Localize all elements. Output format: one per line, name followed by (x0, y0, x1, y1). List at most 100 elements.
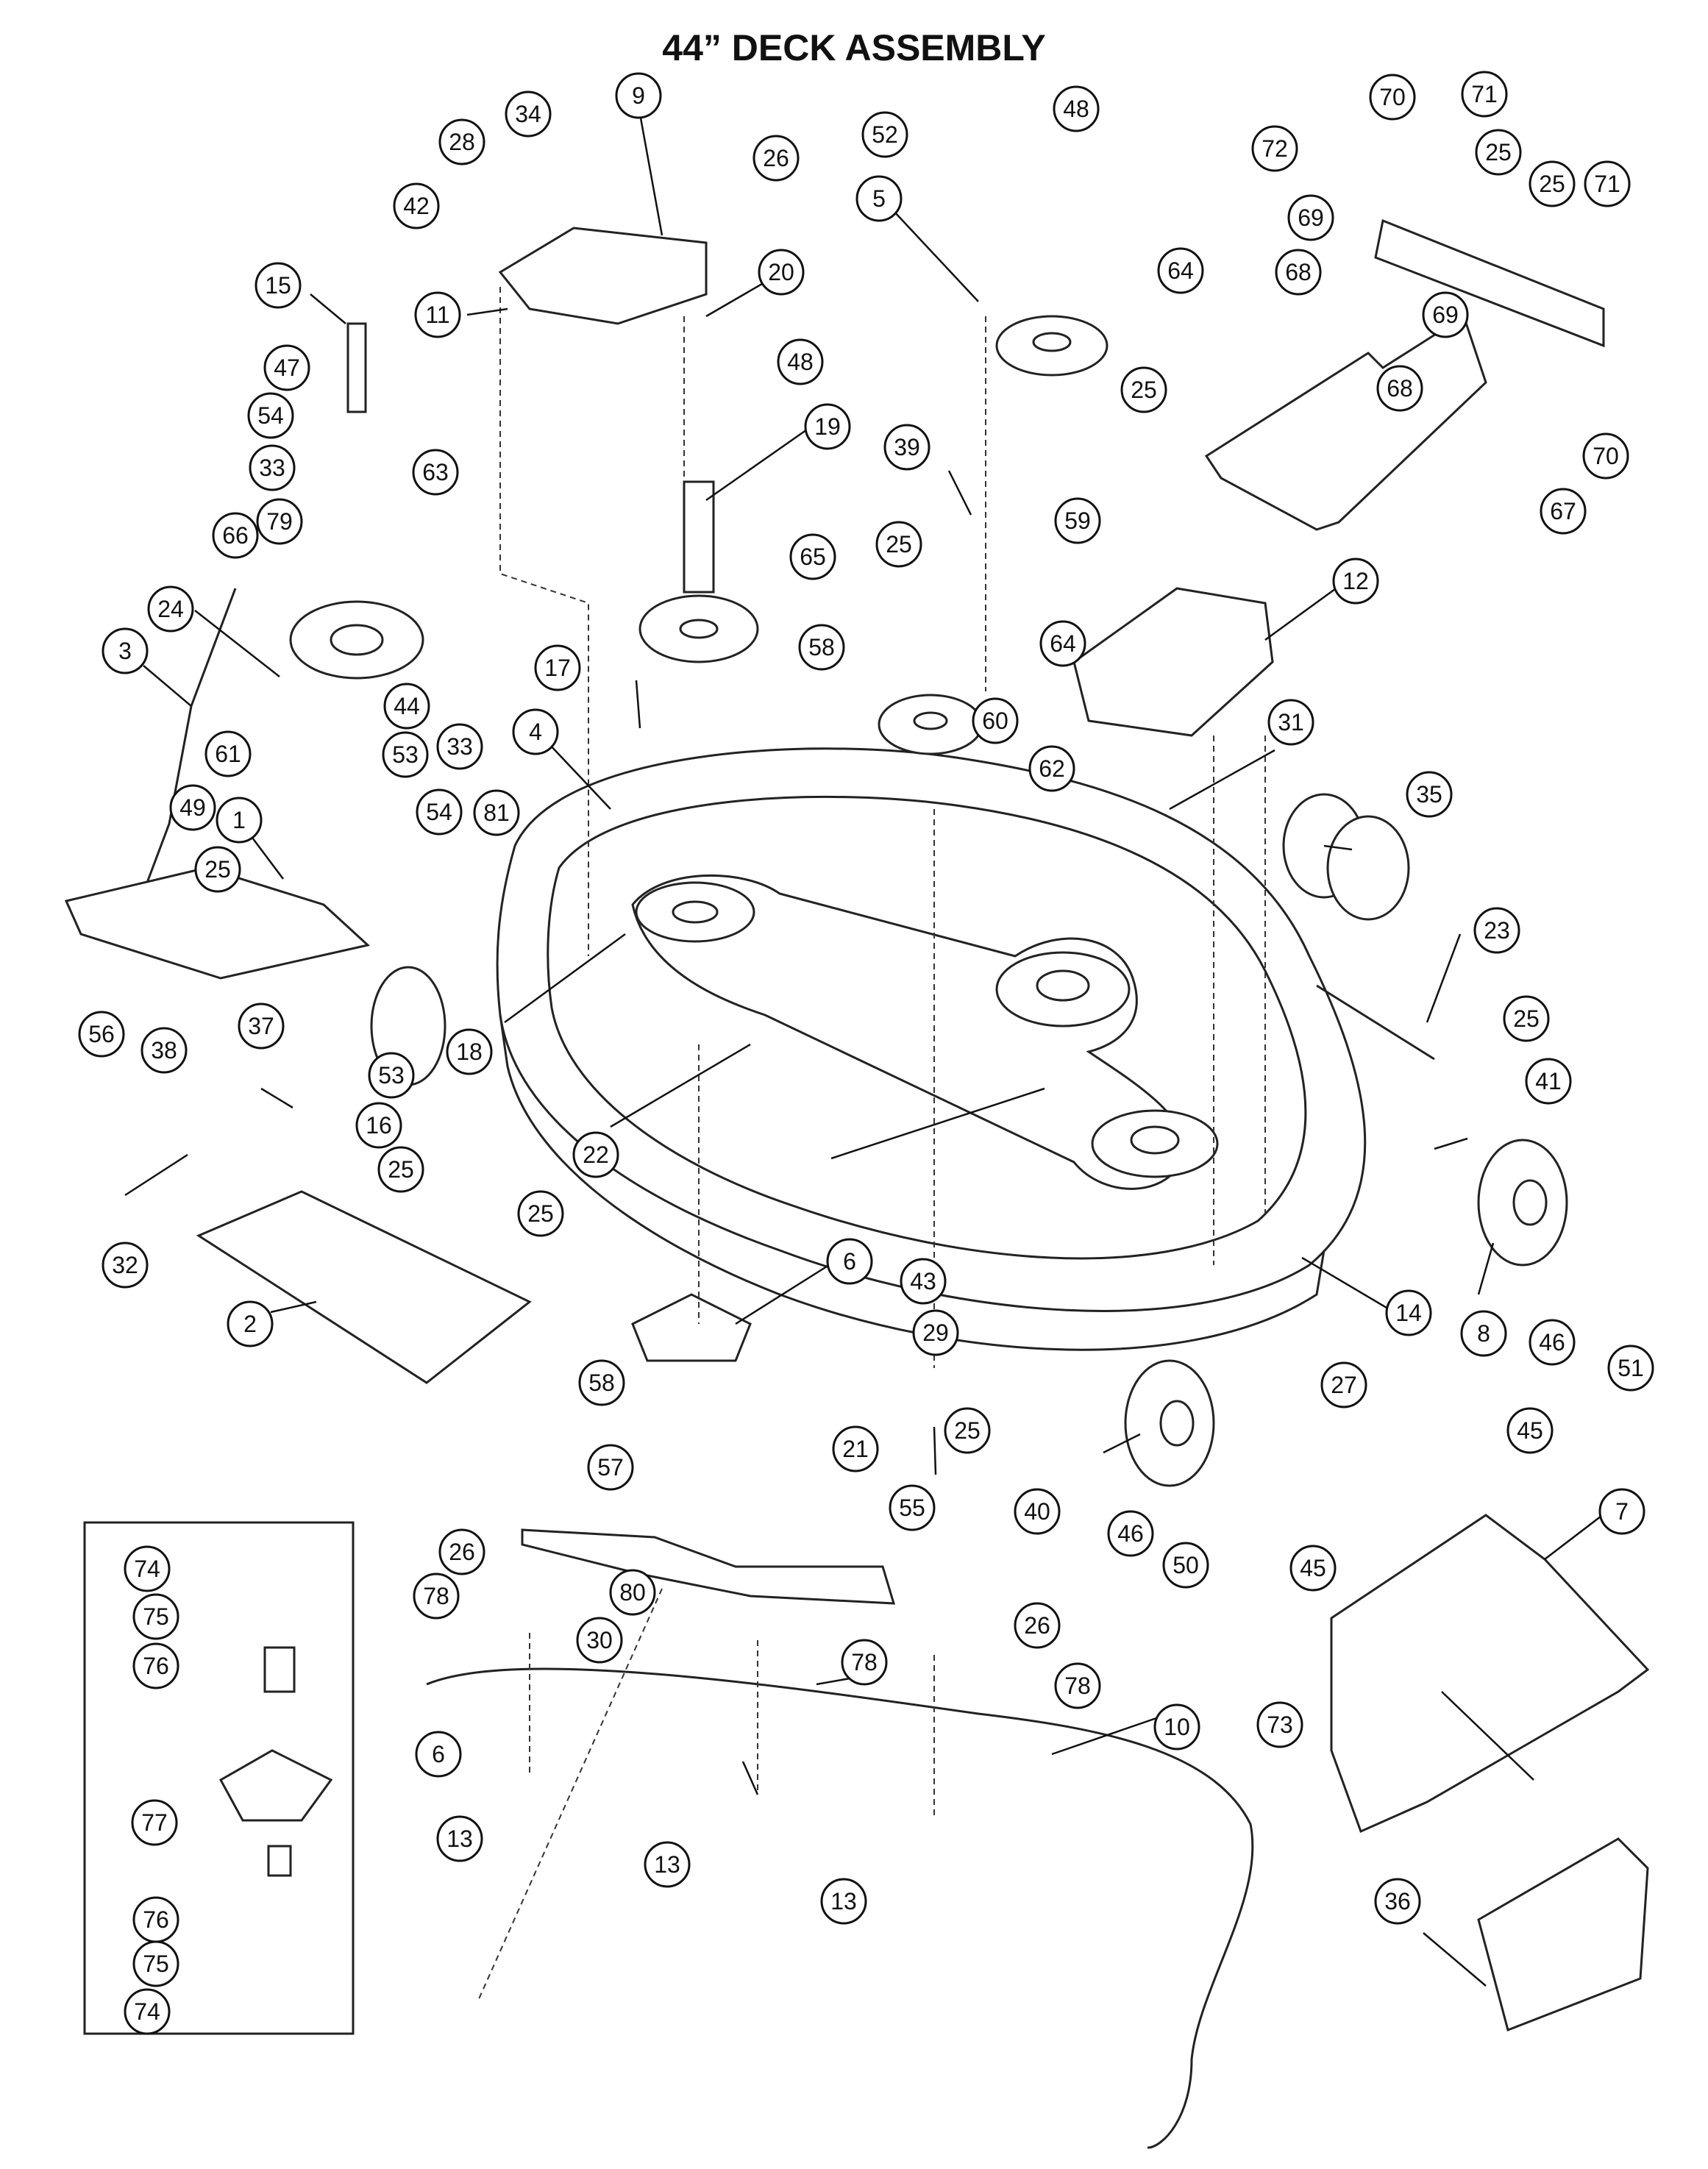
callout-15-label: 15 (265, 272, 291, 299)
callout-13c-label: 13 (830, 1888, 857, 1915)
callout-25h-label: 25 (1513, 1005, 1540, 1032)
drive-belt (631, 874, 1186, 1190)
callout-48b-label: 48 (787, 349, 814, 375)
callout-13b-label: 13 (654, 1851, 680, 1878)
callout-1: 1 (216, 797, 263, 844)
callout-13a-label: 13 (446, 1826, 473, 1852)
callout-33a: 33 (249, 444, 296, 491)
callout-73: 73 (1256, 1701, 1303, 1748)
callout-44-label: 44 (394, 693, 420, 719)
callout-76a-label: 76 (143, 1653, 169, 1679)
callout-25a-label: 25 (1485, 139, 1512, 165)
callout-9: 9 (615, 72, 662, 119)
callout-34-label: 34 (515, 101, 541, 127)
mower-blade-55 (521, 1528, 896, 1605)
callout-30: 30 (576, 1617, 623, 1664)
callout-19: 19 (804, 403, 851, 450)
callout-45b-label: 45 (1300, 1555, 1326, 1581)
callout-48b: 48 (777, 338, 824, 385)
callout-59-label: 59 (1064, 507, 1091, 534)
callout-52-label: 52 (872, 121, 898, 148)
deck-pulley-center (995, 951, 1131, 1027)
callout-64a: 64 (1157, 247, 1204, 294)
callout-17: 17 (534, 644, 581, 691)
callout-74a-label: 74 (134, 1556, 160, 1582)
callout-25f-label: 25 (388, 1156, 414, 1183)
callout-31-label: 31 (1278, 709, 1304, 736)
callout-46a: 46 (1107, 1510, 1154, 1557)
callout-53b: 53 (368, 1052, 415, 1099)
callout-47: 47 (263, 344, 310, 391)
callout-54a: 54 (247, 392, 294, 439)
callout-20: 20 (758, 249, 805, 296)
callout-63: 63 (412, 449, 459, 496)
callout-69a: 69 (1287, 194, 1334, 241)
callout-41: 41 (1525, 1058, 1572, 1105)
callout-76b: 76 (132, 1896, 179, 1943)
leader-lines (124, 105, 1608, 1987)
callout-25b-label: 25 (1539, 171, 1565, 197)
callout-13c: 13 (820, 1878, 867, 1925)
callout-40: 40 (1014, 1488, 1061, 1535)
callout-74a: 74 (124, 1545, 171, 1592)
callout-77-label: 77 (141, 1809, 168, 1836)
callout-68a-label: 68 (1285, 259, 1312, 285)
callout-26b: 26 (438, 1528, 485, 1575)
callout-55-label: 55 (899, 1495, 925, 1521)
callout-17-label: 17 (544, 655, 571, 681)
callout-25c: 25 (1120, 366, 1167, 413)
callout-25e-label: 25 (204, 856, 231, 883)
callout-70b-label: 70 (1593, 443, 1619, 469)
callout-80-label: 80 (619, 1579, 646, 1606)
roller-35 (1282, 793, 1410, 921)
callout-78b: 78 (841, 1639, 888, 1686)
callout-6-label: 6 (843, 1248, 856, 1275)
callout-41-label: 41 (1535, 1068, 1562, 1094)
callout-42-label: 42 (403, 193, 430, 219)
callout-26b-label: 26 (449, 1539, 475, 1565)
lift-arm-3 (146, 588, 237, 883)
callout-48a-label: 48 (1063, 96, 1089, 122)
callout-35: 35 (1406, 771, 1453, 818)
trail-arm-67 (1204, 314, 1487, 531)
callout-57: 57 (587, 1444, 634, 1491)
callout-62-label: 62 (1039, 755, 1065, 782)
pulley-64-lower (878, 694, 983, 755)
callout-25g-label: 25 (527, 1200, 554, 1227)
callout-58a-label: 58 (808, 634, 835, 660)
callout-3: 3 (102, 627, 149, 674)
callout-54b: 54 (416, 788, 463, 836)
callout-7-label: 7 (1615, 1498, 1629, 1525)
callout-39-label: 39 (894, 434, 920, 460)
callout-10-label: 10 (1164, 1714, 1190, 1740)
callout-45a-label: 45 (1517, 1417, 1543, 1444)
callout-2: 2 (227, 1300, 274, 1347)
callout-14: 14 (1385, 1289, 1432, 1336)
callout-75b: 75 (132, 1940, 179, 1987)
callout-50-label: 50 (1173, 1552, 1199, 1578)
bracket-11 (498, 227, 708, 325)
callout-33b: 33 (436, 723, 483, 770)
callout-51-label: 51 (1618, 1355, 1644, 1381)
callout-32-label: 32 (112, 1252, 138, 1278)
callout-75b-label: 75 (143, 1951, 169, 1977)
callout-46b-label: 46 (1539, 1329, 1565, 1356)
callout-23-label: 23 (1484, 917, 1510, 944)
callout-24: 24 (147, 585, 194, 633)
callout-56-label: 56 (88, 1021, 115, 1047)
deck-pulley-left (635, 881, 755, 943)
callout-39: 39 (883, 424, 930, 471)
callout-1-label: 1 (232, 807, 246, 833)
callout-25d: 25 (875, 521, 922, 568)
assembly-guide-lines (477, 287, 1266, 2001)
callout-25f: 25 (377, 1146, 424, 1193)
callout-60-label: 60 (982, 708, 1008, 734)
callout-12-label: 12 (1342, 568, 1369, 594)
callout-19-label: 19 (814, 413, 841, 440)
callout-33b-label: 33 (446, 733, 473, 760)
callout-8: 8 (1460, 1310, 1507, 1357)
callout-33a-label: 33 (259, 455, 285, 481)
baffle-10 (426, 1667, 1254, 2149)
callout-16: 16 (355, 1102, 402, 1149)
